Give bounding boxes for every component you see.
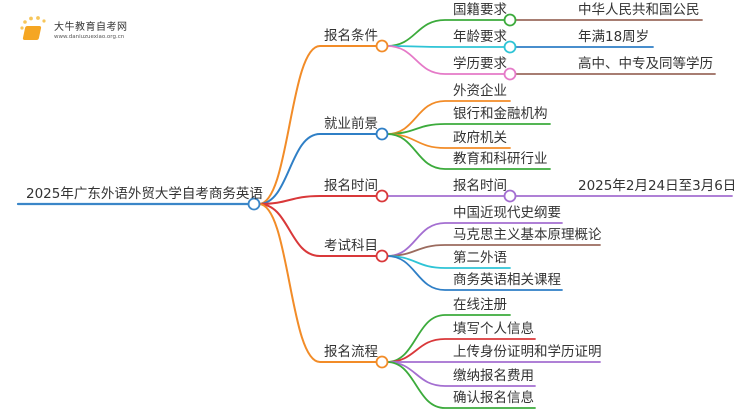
leaf-connector <box>386 19 505 47</box>
leaf-label: 马克思主义基本原理概论 <box>453 227 602 243</box>
leaf-node-circle[interactable] <box>503 40 517 54</box>
branch-label: 报名流程 <box>324 344 378 360</box>
leaf-connector <box>386 361 536 409</box>
leaf-connector <box>386 314 511 363</box>
leaf-label: 教育和科研行业 <box>453 151 548 167</box>
leaf-label: 外资企业 <box>453 83 507 99</box>
leaf-label: 在线注册 <box>453 297 507 313</box>
leaf-label: 缴纳报名费用 <box>453 368 534 384</box>
leaf-label: 学历要求 <box>453 56 507 72</box>
leaf-label: 国籍要求 <box>453 2 507 18</box>
detail-label: 中华人民共和国公民 <box>578 2 700 18</box>
leaf-label: 商务英语相关课程 <box>453 272 561 288</box>
branch-connector-1 <box>258 133 377 205</box>
branch-node-circle[interactable] <box>375 189 389 203</box>
branch-connector-4 <box>258 203 377 363</box>
leaf-connector <box>386 133 551 170</box>
site-logo: 大牛教育自考网 www.daniuzuexiao.org.cn <box>18 16 158 50</box>
branch-node-circle[interactable] <box>375 249 389 263</box>
leaf-label: 确认报名信息 <box>453 390 534 406</box>
leaf-connector <box>386 255 563 291</box>
branch-connector-0 <box>258 45 377 205</box>
logo-sun-dots-icon <box>20 16 46 30</box>
branch-node-circle[interactable] <box>375 127 389 141</box>
detail-label: 高中、中专及同等学历 <box>578 56 713 72</box>
leaf-label: 银行和金融机构 <box>453 106 548 122</box>
branch-label: 报名时间 <box>324 178 378 194</box>
branch-node-circle[interactable] <box>375 355 389 369</box>
leaf-label: 填写个人信息 <box>453 321 534 337</box>
leaf-label: 年龄要求 <box>453 29 507 45</box>
leaf-node-circle[interactable] <box>503 13 517 27</box>
leaf-node-circle[interactable] <box>503 189 517 203</box>
branch-label: 报名条件 <box>324 28 378 44</box>
branch-connector-2 <box>258 195 377 205</box>
branch-label: 就业前景 <box>324 116 378 132</box>
leaf-label: 政府机关 <box>453 130 507 146</box>
branch-connector-3 <box>258 203 377 257</box>
leaf-connector <box>386 45 505 75</box>
logo-name: 大牛教育自考网 <box>54 22 128 33</box>
leaf-connector <box>386 222 563 257</box>
detail-label: 年满18周岁 <box>578 29 650 45</box>
branch-label: 考试科目 <box>324 238 378 254</box>
leaf-label: 第二外语 <box>453 250 507 266</box>
leaf-label: 上传身份证明和学历证明 <box>453 344 602 360</box>
logo-url: www.daniuzuexiao.org.cn <box>54 34 125 40</box>
leaf-connector <box>386 45 505 48</box>
leaf-label: 中国近现代史纲要 <box>453 205 561 221</box>
root-node-circle[interactable] <box>247 197 261 211</box>
branch-node-circle[interactable] <box>375 39 389 53</box>
leaf-node-circle[interactable] <box>503 67 517 81</box>
detail-label: 2025年2月24日至3月6日 <box>578 178 737 194</box>
leaf-label: 报名时间 <box>453 178 507 194</box>
root-node-label: 2025年广东外语外贸大学自考商务英语 <box>26 186 263 202</box>
